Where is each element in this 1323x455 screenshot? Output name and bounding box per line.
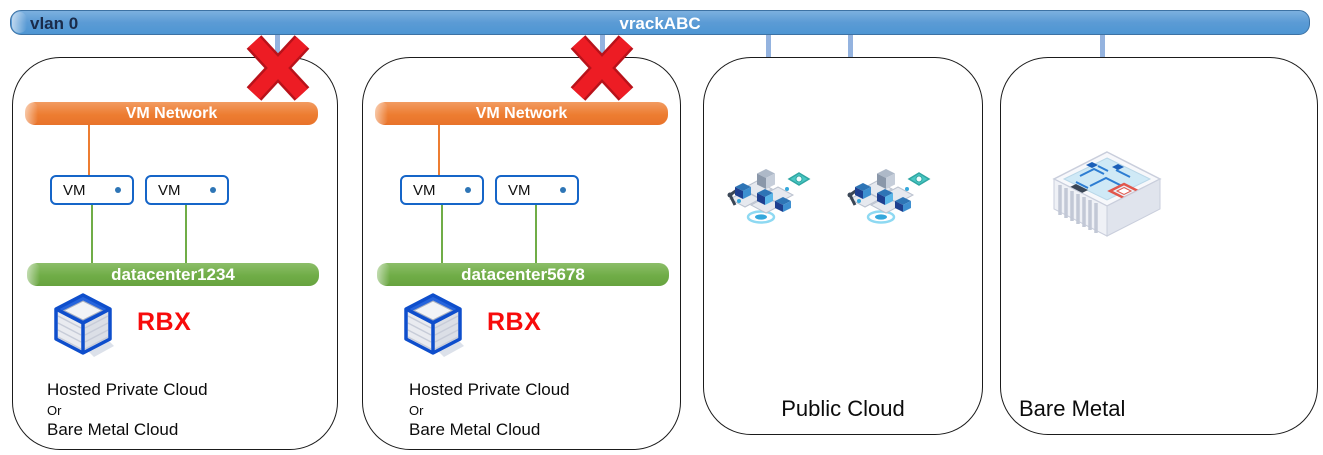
vm-network-label: VM Network: [125, 104, 218, 122]
vm-box: VM: [495, 175, 579, 205]
container-description: Hosted Private Cloud Or Bare Metal Cloud: [409, 380, 570, 440]
vm-network-link-line: [88, 125, 90, 175]
vm-box: VM: [400, 175, 484, 205]
vm-status-dot-icon: [210, 187, 216, 193]
vrack-label: vrackABC: [619, 14, 701, 33]
container-bare-metal: Bare Metal: [1000, 57, 1318, 435]
datacenter-link-line: [535, 205, 537, 263]
vm-label: VM: [158, 181, 181, 199]
vm-box: VM: [145, 175, 229, 205]
container-public-cloud: Public Cloud: [703, 57, 983, 435]
datacenter-label: datacenter5678: [461, 264, 585, 284]
datacenter-bar: datacenter5678: [377, 263, 669, 286]
vm-network-bar: VM Network: [375, 102, 668, 125]
vm-status-dot-icon: [115, 187, 121, 193]
container-description: Hosted Private Cloud Or Bare Metal Cloud: [47, 380, 208, 440]
description-line: Bare Metal Cloud: [47, 420, 179, 439]
region-label: RBX: [137, 308, 192, 336]
description-line: Hosted Private Cloud: [409, 380, 570, 399]
bare-metal-label: Bare Metal: [1019, 396, 1126, 421]
bare-metal-server-icon: [1052, 151, 1162, 237]
datacenter-link-line: [441, 205, 443, 263]
container-hosted-cloud-2: VM Network VM VM datacenter5678 RBX H: [362, 57, 681, 450]
description-line: Bare Metal Cloud: [409, 420, 541, 439]
vm-network-label: VM Network: [475, 104, 568, 122]
description-line: Or: [409, 403, 424, 418]
datacenter-link-line: [185, 205, 187, 263]
datacenter-label: datacenter1234: [111, 264, 235, 284]
datacenter-cube-icon: [54, 293, 114, 357]
cloud-cluster-icon: [847, 169, 931, 224]
region-label: RBX: [487, 308, 542, 336]
description-line: Or: [47, 403, 62, 418]
vm-label: VM: [508, 181, 531, 199]
vm-label: VM: [413, 181, 436, 199]
vm-network-link-line: [438, 125, 440, 175]
vrack-bar: vlan 0 vrackABC: [10, 10, 1310, 35]
vm-status-dot-icon: [560, 187, 566, 193]
container-hosted-cloud-1: VM Network VM VM datacenter1234 RBX H: [12, 57, 338, 450]
red-cross-icon: [570, 35, 634, 101]
public-cloud-label: Public Cloud: [781, 396, 905, 421]
vm-box: VM: [50, 175, 134, 205]
datacenter-link-line: [91, 205, 93, 263]
vm-status-dot-icon: [465, 187, 471, 193]
datacenter-bar: datacenter1234: [27, 263, 319, 286]
vlan-label: vlan 0: [30, 14, 79, 33]
datacenter-cube-icon: [404, 293, 464, 357]
vm-label: VM: [63, 181, 86, 199]
red-cross-icon: [246, 35, 310, 101]
vm-network-bar: VM Network: [25, 102, 318, 125]
description-line: Hosted Private Cloud: [47, 380, 208, 399]
cloud-cluster-icon: [727, 169, 811, 224]
